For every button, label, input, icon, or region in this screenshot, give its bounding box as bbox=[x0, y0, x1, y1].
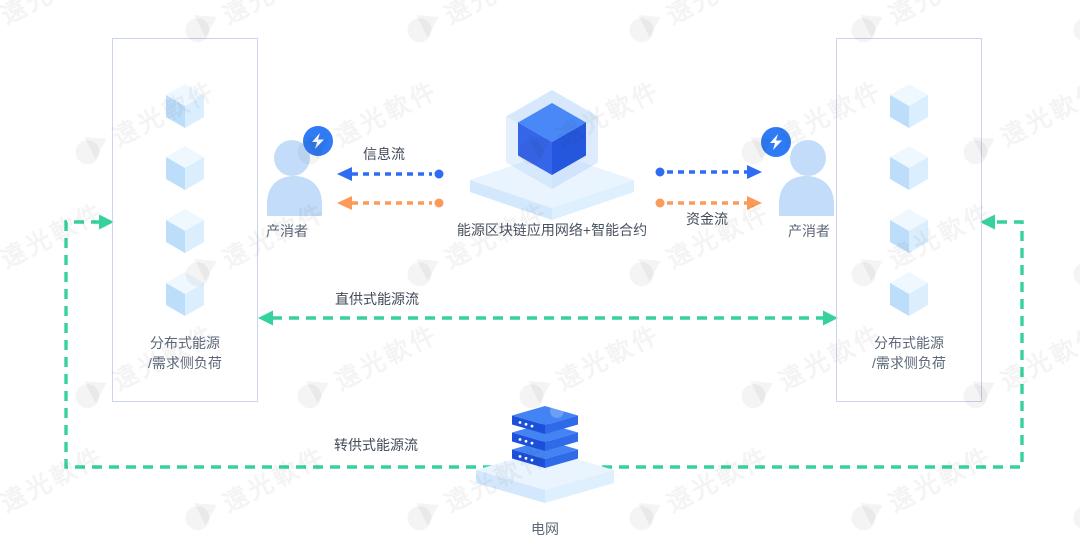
prosumer-left-label: 产消者 bbox=[266, 223, 308, 239]
direct-arrowhead-left-icon bbox=[258, 310, 273, 326]
server-slab bbox=[512, 404, 578, 434]
power-grid-label: 电网 bbox=[531, 521, 559, 537]
energy-badge-left bbox=[303, 126, 333, 156]
energy-cube-icon bbox=[890, 84, 928, 128]
lightning-icon bbox=[770, 134, 782, 150]
funds-arrowhead-right-icon bbox=[747, 196, 762, 210]
direct-energy-flow-label: 直供式能源流 bbox=[335, 291, 419, 307]
prosumer-left-icon bbox=[267, 140, 322, 216]
blockchain-platform-icon bbox=[470, 90, 634, 220]
energy-cube-icon bbox=[890, 146, 928, 190]
funds-arrowhead-left-icon bbox=[337, 196, 352, 210]
right-distributed-energy-panel: 分布式能源 /需求侧负荷 bbox=[836, 38, 982, 402]
info-dot-right-icon bbox=[655, 167, 665, 177]
power-grid-icon bbox=[476, 404, 614, 503]
prosumer-right-label: 产消者 bbox=[788, 223, 830, 239]
energy-badge-right bbox=[761, 127, 791, 157]
energy-cube-icon bbox=[890, 209, 928, 253]
transfer-energy-flow-label: 转供式能源流 bbox=[334, 437, 418, 453]
left-panel-label: 分布式能源 /需求侧负荷 bbox=[148, 335, 222, 371]
energy-cube-icon bbox=[166, 146, 204, 190]
info-arrowhead-left-icon bbox=[337, 167, 352, 181]
energy-cube-icon bbox=[890, 272, 928, 316]
info-arrowhead-right-icon bbox=[747, 165, 762, 179]
energy-cube-icon bbox=[166, 84, 204, 128]
energy-cube-icon bbox=[166, 209, 204, 253]
info-dot-left-icon bbox=[434, 169, 444, 179]
right-panel-label: 分布式能源 /需求侧负荷 bbox=[872, 335, 946, 371]
blockchain-network-label: 能源区块链应用网络+智能合约 bbox=[456, 222, 648, 238]
funds-flow-label: 资金流 bbox=[686, 211, 728, 227]
funds-dot-right-icon bbox=[655, 198, 665, 208]
prosumer-right-icon bbox=[779, 140, 834, 216]
transfer-arrowhead-right-icon bbox=[980, 214, 995, 230]
info-flow-label: 信息流 bbox=[363, 146, 405, 162]
energy-cube-icon bbox=[166, 272, 204, 316]
transfer-arrowhead-left-icon bbox=[99, 214, 114, 230]
lightning-icon bbox=[312, 133, 324, 149]
left-distributed-energy-panel: 分布式能源 /需求侧负荷 bbox=[112, 38, 258, 402]
direct-arrowhead-right-icon bbox=[823, 310, 838, 326]
funds-dot-left-icon bbox=[434, 198, 444, 208]
